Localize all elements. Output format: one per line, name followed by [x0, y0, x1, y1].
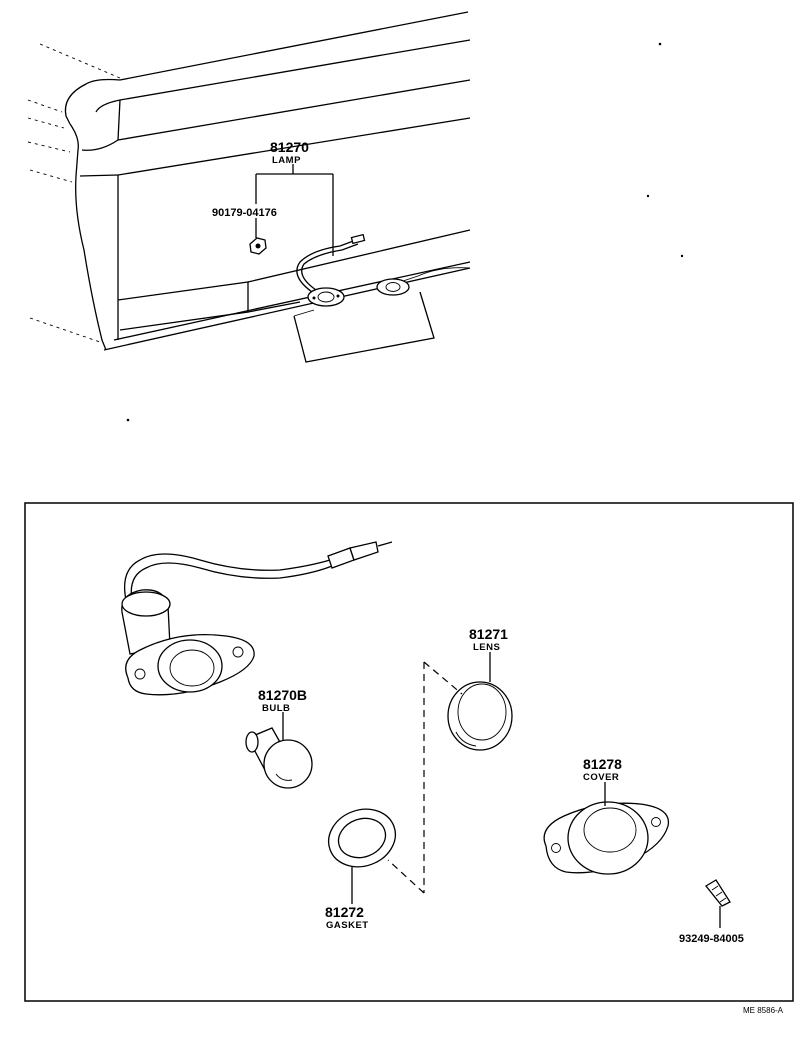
- detail-leaders: [282, 652, 721, 928]
- license-lamp-left: [307, 287, 345, 307]
- gasket-icon: [327, 808, 397, 868]
- lamp-part-number: 81270: [270, 139, 309, 155]
- lens-part-number: 81271: [469, 626, 508, 642]
- nut-icon: [249, 237, 267, 255]
- bulb-part-number: 81270B: [258, 687, 307, 703]
- figure-reference: ME 8586-A: [743, 1006, 784, 1015]
- lamp-part-name: LAMP: [272, 155, 301, 166]
- gasket-part-name: GASKET: [326, 920, 369, 931]
- vehicle-rear-body: [27, 11, 684, 422]
- assembly-guide-dashed: [387, 661, 463, 894]
- detail-frame: [24, 502, 794, 1002]
- screw-part-number: 93249-84005: [679, 933, 744, 945]
- nut-part-number: 90179-04176: [212, 207, 277, 219]
- lens-icon: [447, 681, 513, 751]
- bulb-icon: [245, 727, 313, 789]
- cover-part-name: COVER: [583, 772, 619, 783]
- gasket-part-number: 81272: [325, 904, 364, 920]
- lamp-socket-icon: [121, 541, 393, 696]
- lamp-leader: [255, 164, 334, 256]
- license-plate-outline: [293, 291, 435, 363]
- lamp-wire-harness: [296, 233, 366, 293]
- screw-icon: [705, 879, 731, 907]
- lens-part-name: LENS: [473, 642, 500, 653]
- cover-icon: [543, 801, 670, 875]
- cover-part-number: 81278: [583, 756, 622, 772]
- bulb-part-name: BULB: [262, 703, 290, 714]
- license-lamp-right: [376, 278, 410, 296]
